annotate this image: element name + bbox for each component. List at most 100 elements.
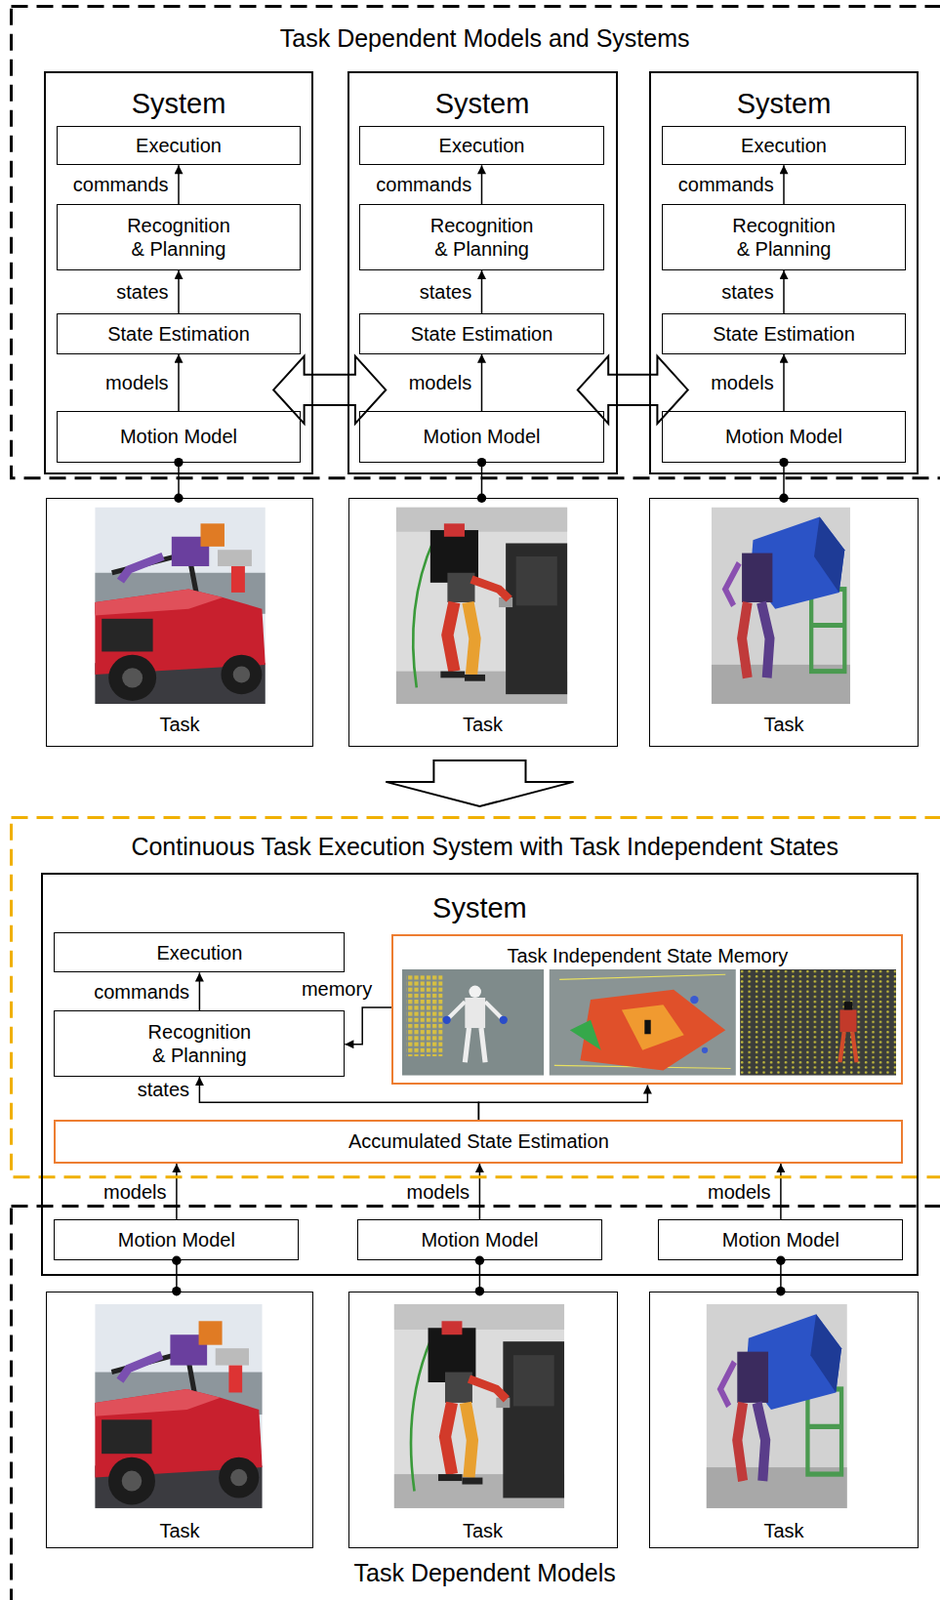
node-text: Task [159,712,200,736]
edge-label: commands [93,980,190,1003]
connector [273,356,386,424]
connector-line [177,270,180,314]
label-box: states [719,280,776,304]
node-text: System [435,86,531,122]
process-box: Recognition & Planning [53,1010,345,1077]
connector-dot [173,457,183,467]
connector-dot [477,457,487,467]
label-box: models [407,370,474,395]
task-photo [94,1304,262,1509]
connector-line [481,462,484,499]
system-box: SystemExecutionRecognition & PlanningSta… [649,71,919,475]
connector [783,164,785,205]
process-box: Execution [53,932,345,974]
node-text: Task Dependent Models [354,1557,616,1588]
connector [178,354,180,412]
process-box: State Estimation [56,313,302,355]
task-box: Task [649,497,919,747]
connector-line [782,354,785,412]
connector [385,760,573,807]
edge-label: commands [375,173,472,196]
connector [178,164,180,205]
connector [178,270,180,314]
label-box: commands [676,172,777,197]
edge-label: commands [678,173,775,196]
region-frame: Continuous Task Execution System with Ta… [9,816,940,1280]
node-text: Task [462,1518,503,1543]
dashed-line [11,6,940,479]
label-box: models [101,1180,168,1204]
node-text: Motion Model [422,424,540,449]
label-box: commands [91,980,192,1004]
node-text: System [432,891,528,926]
process-box: Execution [56,125,302,166]
node-text: System [736,86,832,122]
node-text: State Estimation [712,322,856,346]
edge-label: models [707,1181,771,1203]
edge-label: states [419,281,472,303]
label-box: memory [299,977,374,1001]
connector-line [479,1163,482,1221]
node-text: Recognition & Planning [121,213,237,261]
connector-line [782,462,785,499]
connector [199,972,201,1011]
hollow-arrow [577,356,689,424]
hollow-arrow [273,356,386,424]
task-box: Task [649,1291,919,1549]
node-text: Execution [156,940,243,965]
process-box: Recognition & Planning [661,204,907,271]
connector-dot [776,1256,785,1266]
system-box: SystemExecutionRecognition & PlanningSta… [347,71,618,475]
connector [173,457,183,503]
task-photo [94,507,266,705]
connector-line [481,354,484,412]
task-photo [394,1304,566,1509]
state-box: Task Independent State Memory [391,934,903,1086]
node-text: Recognition & Planning [141,1020,257,1067]
process-box: Motion Model [357,1219,603,1261]
memory-image [549,969,736,1076]
system-box: SystemExecution Task Independent State Me… [40,872,919,1276]
connector-line [481,270,484,314]
connector [481,354,483,412]
process-box: Recognition & Planning [56,204,302,271]
connector-line [782,164,785,205]
edge-label: models [710,371,774,394]
node-text: Recognition & Planning [726,213,842,261]
edge-label: models [103,1181,166,1203]
dashed-line [11,1205,940,1600]
label-box: models [708,370,776,395]
connector [776,1256,785,1297]
connector-line [344,1007,392,1045]
connector [344,1007,392,1045]
process-box: Motion Model [661,410,907,462]
process-box: Motion Model [56,410,302,462]
node-text: System [131,86,227,122]
connector-dot [171,1256,181,1266]
label-box: commands [373,172,474,197]
connector-line [175,1163,178,1221]
label-box: models [405,1180,472,1204]
system-box: SystemExecutionRecognition & PlanningSta… [43,71,314,475]
task-photo [396,507,569,705]
edge-label: memory [301,978,372,1000]
edge-label: models [105,371,168,394]
node-text: Task [763,712,804,736]
node-text: Motion Model [725,424,843,449]
connector [779,1163,781,1221]
connector [783,270,785,314]
node-text: Task [763,1518,804,1543]
edge-label: models [408,371,472,394]
node-text: Continuous Task Execution System with Ta… [130,831,839,861]
connector-line [177,354,180,412]
connector-dot [475,1256,485,1266]
task-box: Task [45,497,314,747]
node-text: Motion Model [118,1227,236,1252]
connector-line [481,164,484,205]
memory-image [739,969,897,1076]
node-text: Accumulated State Estimation [348,1129,610,1153]
process-box: Motion Model [53,1219,299,1261]
connector [478,1084,648,1120]
node-text: Task Independent State Memory [506,943,788,968]
